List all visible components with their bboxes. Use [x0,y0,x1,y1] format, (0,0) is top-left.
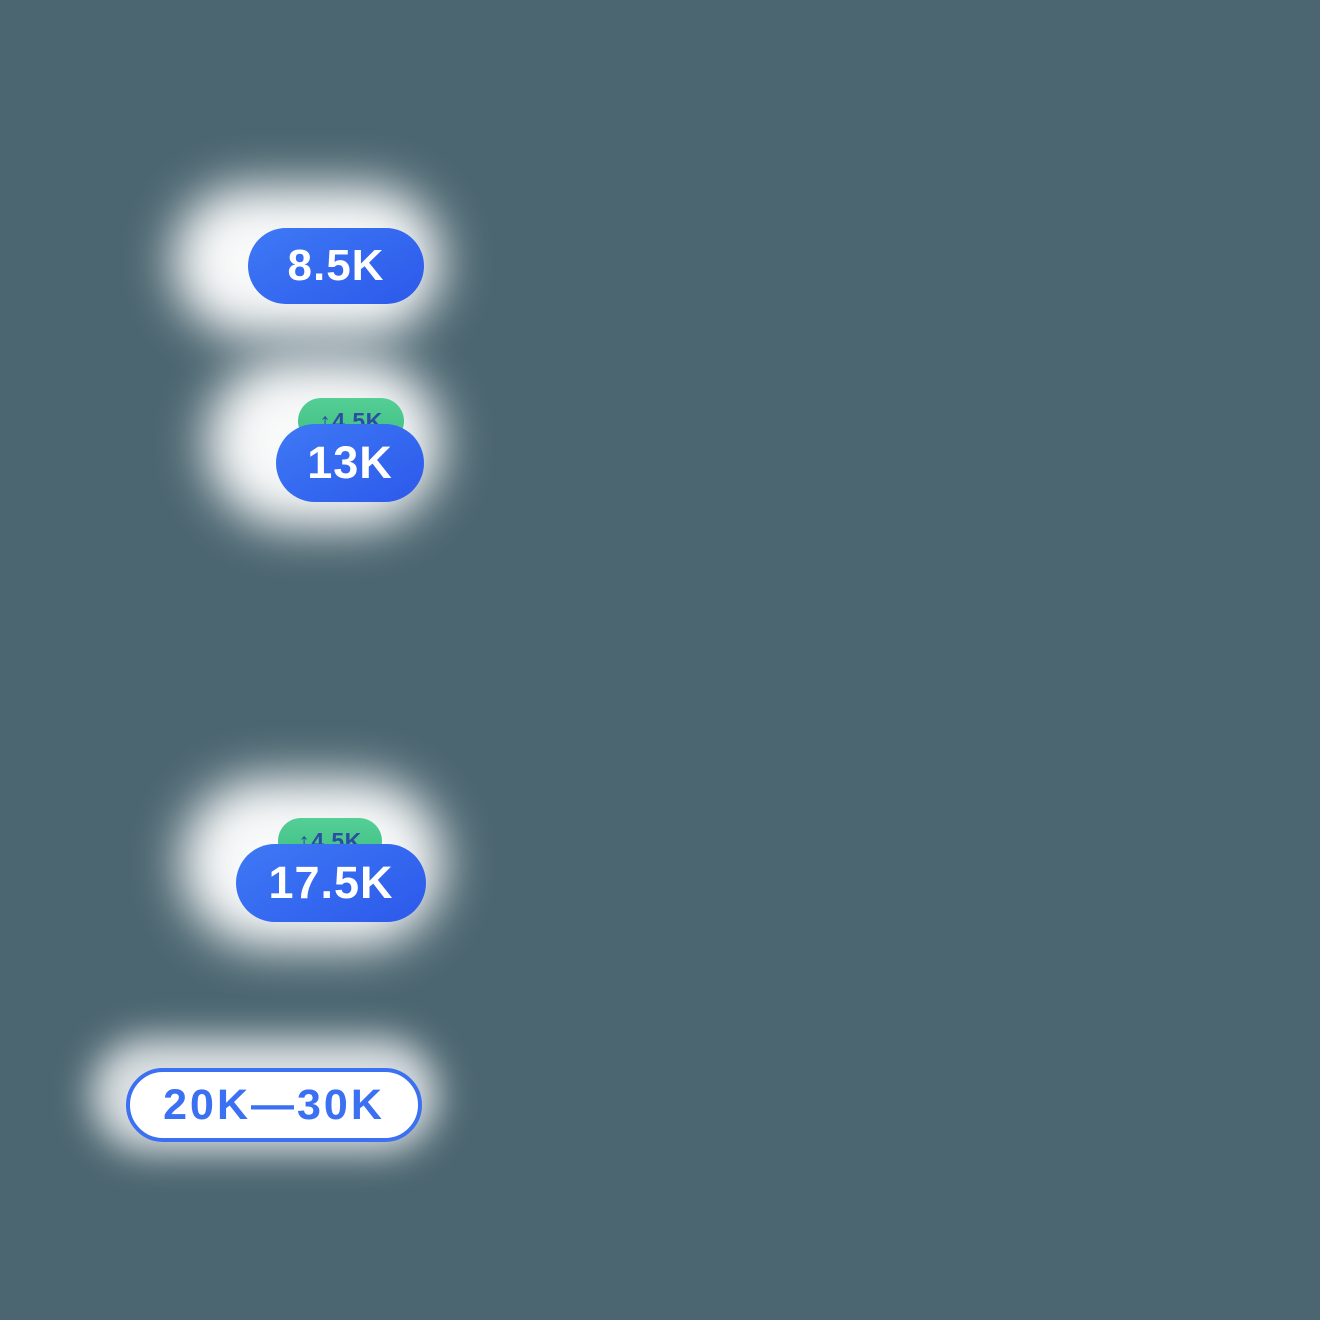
value-pill-17-5k[interactable]: 17.5K [236,844,426,922]
arrow-up-icon: ↑ [319,407,332,434]
value-text: 8.5K [287,241,385,290]
range-chip-20k-30k[interactable]: 20K—30K [126,1068,422,1142]
value-pill-8-5k[interactable]: 8.5K [248,228,424,304]
range-text: 20K—30K [163,1080,385,1129]
arrow-up-icon: ↑ [298,827,311,854]
value-text: 13K [307,437,393,488]
value-pill-13k[interactable]: 13K [276,424,424,502]
value-text: 17.5K [268,857,394,908]
